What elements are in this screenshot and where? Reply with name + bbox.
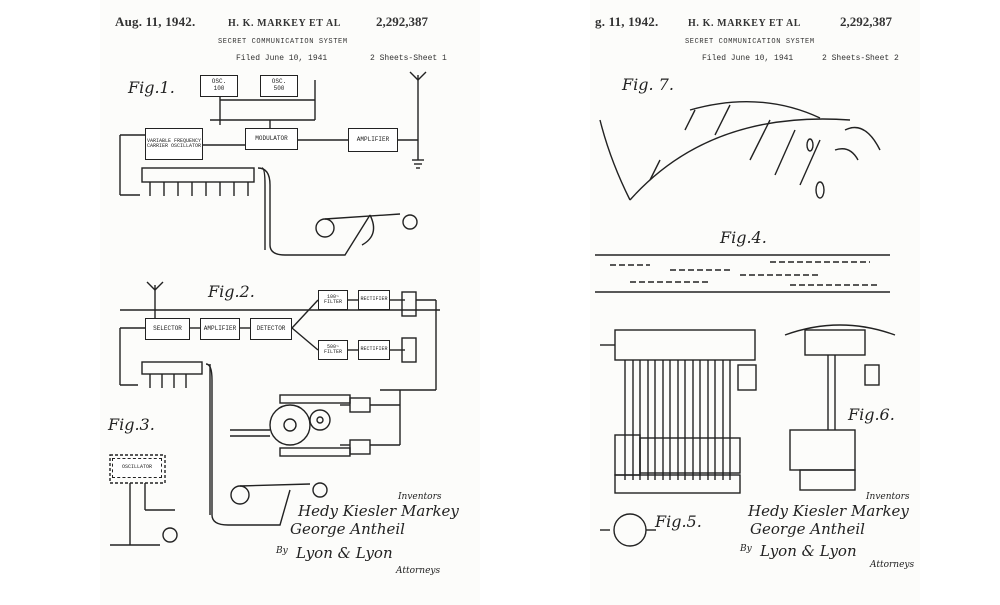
- modulator-block: MODULATOR: [245, 128, 298, 150]
- amplifier-block-fig2: AMPLIFIER: [200, 318, 240, 340]
- fig7-label: Fig. 7.: [622, 75, 674, 94]
- signature-attorney-2: Lyon & Lyon: [760, 542, 857, 560]
- sheet2-drawing: [595, 100, 896, 547]
- filter-500-block: 500~ FILTER: [318, 340, 348, 360]
- sheet1-inventors: H. K. MARKEY ET AL: [228, 18, 342, 29]
- selector-block: SELECTOR: [145, 318, 190, 340]
- sheet2-sheet-number: 2 Sheets-Sheet 2: [822, 54, 899, 63]
- signature-antheil: George Antheil: [290, 520, 405, 538]
- sheet2-title: SECRET COMMUNICATION SYSTEM: [685, 38, 815, 46]
- inventors-label-2: Inventors: [866, 492, 910, 502]
- amplifier-block: AMPLIFIER: [348, 128, 398, 152]
- inventors-label: Inventors: [398, 492, 442, 502]
- fig2-label: Fig.2.: [208, 282, 255, 301]
- filter-100-block: 100~ FILTER: [318, 290, 348, 310]
- fig5-label: Fig.5.: [655, 512, 702, 531]
- attorneys-label-2: Attorneys: [870, 560, 915, 570]
- oscillator-500-block: OSC. 500: [260, 75, 298, 97]
- oscillator-block-fig3: OSCILLATOR: [112, 458, 162, 478]
- sheet1-filed: Filed June 10, 1941: [236, 54, 328, 63]
- patent-sheet-2: g. 11, 1942. H. K. MARKEY ET AL 2,292,38…: [590, 0, 920, 605]
- signature-by: By: [276, 546, 288, 556]
- fig6-label: Fig.6.: [848, 405, 895, 424]
- signature-markey: Hedy Kiesler Markey: [298, 502, 459, 520]
- patent-sheet-1: Aug. 11, 1942. H. K. MARKEY ET AL 2,292,…: [100, 0, 480, 605]
- sheet2-date: g. 11, 1942.: [595, 14, 659, 29]
- attorneys-label: Attorneys: [396, 566, 441, 576]
- sheet2-filed: Filed June 10, 1941: [702, 54, 794, 63]
- fig4-label: Fig.4.: [720, 228, 767, 247]
- fig1-label: Fig.1.: [128, 78, 175, 97]
- signature-markey-2: Hedy Kiesler Markey: [748, 502, 909, 520]
- signature-by-2: By: [740, 544, 752, 554]
- sheet2-patent-number: 2,292,387: [840, 14, 892, 29]
- rectifier-block-1: RECTIFIER: [358, 290, 390, 310]
- signature-antheil-2: George Antheil: [750, 520, 865, 538]
- sheet1-patent-number: 2,292,387: [376, 14, 428, 29]
- rectifier-block-2: RECTIFIER: [358, 340, 390, 360]
- sheet1-drawing: [109, 71, 440, 546]
- detector-block: DETECTOR: [250, 318, 292, 340]
- oscillator-100-block: OSC. 100: [200, 75, 238, 97]
- sheet1-sheet-number: 2 Sheets-Sheet 1: [370, 54, 447, 63]
- signature-attorney: Lyon & Lyon: [296, 544, 393, 562]
- sheet2-inventors: H. K. MARKEY ET AL: [688, 18, 802, 29]
- sheet1-date: Aug. 11, 1942.: [115, 14, 196, 29]
- carrier-oscillator-block: VARIABLE FREQUENCY CARRIER OSCILLATOR: [145, 128, 203, 160]
- fig3-label: Fig.3.: [108, 415, 155, 434]
- sheet1-title: SECRET COMMUNICATION SYSTEM: [218, 38, 348, 46]
